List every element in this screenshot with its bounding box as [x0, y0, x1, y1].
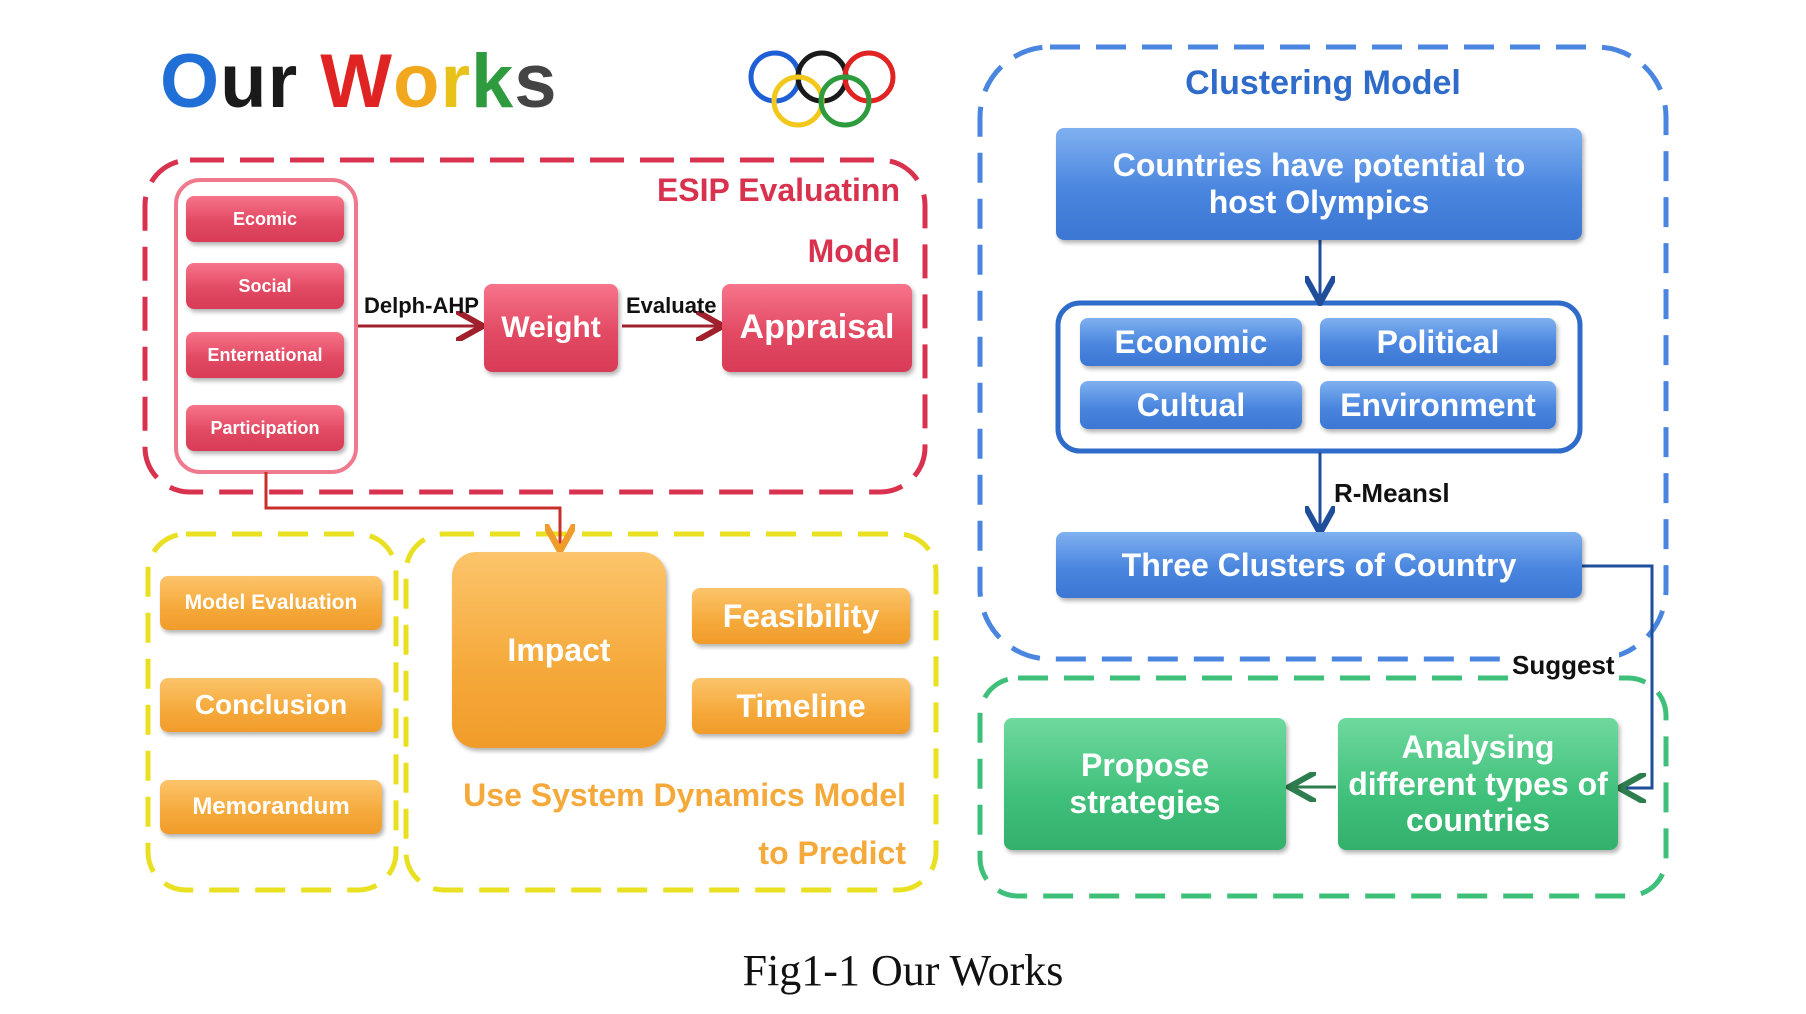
- delph-ahp-label: Delph-AHP: [364, 293, 479, 318]
- weight-box: Weight: [484, 284, 618, 372]
- sdm-frame: [403, 531, 939, 893]
- suggest-frame: [977, 675, 1669, 899]
- figure-caption: Fig1-1 Our Works: [742, 946, 1064, 995]
- clustering-frame: [977, 44, 1669, 662]
- model-evaluation-box: Model Evaluation: [160, 576, 382, 630]
- r-means-label: R-Meansl: [1334, 478, 1450, 508]
- outputs-frame: [145, 531, 399, 893]
- feature-political: Political: [1320, 318, 1556, 366]
- feasibility-box: Feasibility: [692, 588, 910, 644]
- factor-social: Social: [186, 263, 344, 309]
- olympic-rings-logo: [748, 50, 896, 128]
- title-letter: [298, 38, 320, 125]
- title-letter: u: [220, 39, 268, 124]
- feature-cultual: Cultual: [1080, 381, 1302, 429]
- analysing-box: Analysing different types of countries: [1338, 718, 1618, 850]
- sdm-title-line1: Use System Dynamics Model: [463, 777, 906, 813]
- title-letter: W: [320, 39, 393, 124]
- clustering-title: Clustering Model: [1185, 64, 1461, 102]
- title-letter: s: [514, 39, 558, 124]
- feature-environment: Environment: [1320, 381, 1556, 429]
- conclusion-box: Conclusion: [160, 678, 382, 732]
- factor-ecomic: Ecomic: [186, 196, 344, 242]
- title-letter: r: [440, 39, 472, 124]
- title-letter: r: [267, 39, 299, 124]
- sdm-title-line2: to Predict: [758, 835, 906, 871]
- feature-economic: Economic: [1080, 318, 1302, 366]
- arrow-suggest: [1582, 564, 1654, 788]
- esip-title-line2: Model: [807, 233, 900, 269]
- memorandum-box: Memorandum: [160, 780, 382, 834]
- timeline-box: Timeline: [692, 678, 910, 734]
- arrow-factors-to-impact: [264, 472, 560, 548]
- page-title: Our Works: [160, 38, 558, 125]
- title-letter: o: [393, 39, 441, 124]
- factor-participation: Participation: [186, 405, 344, 451]
- esip-frame: [142, 157, 928, 495]
- suggest-label: Suggest: [1508, 650, 1619, 681]
- evaluate-label: Evaluate: [626, 293, 717, 318]
- title-letter: k: [471, 39, 515, 124]
- factor-enternational: Enternational: [186, 332, 344, 378]
- appraisal-box: Appraisal: [722, 284, 912, 372]
- esip-title-line1: ESIP Evaluatinn: [656, 172, 900, 208]
- propose-strategies-box: Propose strategies: [1004, 718, 1286, 850]
- ring-green: [818, 74, 872, 128]
- three-clusters-box: Three Clusters of Country: [1056, 532, 1582, 598]
- title-letter: O: [160, 39, 221, 124]
- countries-box: Countries have potential to host Olympic…: [1056, 128, 1582, 240]
- impact-box: Impact: [452, 552, 666, 748]
